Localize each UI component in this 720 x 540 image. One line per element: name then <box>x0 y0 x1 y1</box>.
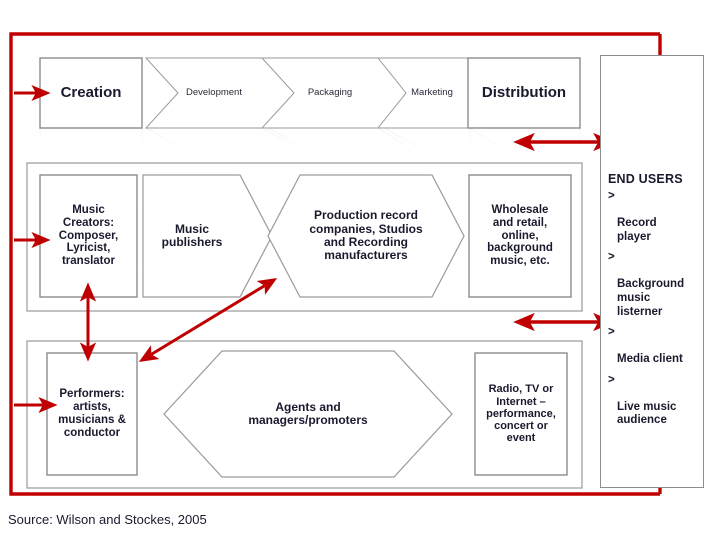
end-users-item-background-listener[interactable]: > Background music listerner <box>608 251 704 319</box>
bullet-chevron-icon: > <box>608 326 615 339</box>
end-users-content: END USERS > Record player > Background m… <box>608 172 704 435</box>
node-music-creators[interactable] <box>39 174 138 298</box>
live-row-panel <box>26 340 583 489</box>
recording-row-panel <box>26 162 583 312</box>
node-performers[interactable] <box>46 352 138 476</box>
node-broadcast[interactable] <box>474 352 568 476</box>
end-users-item-record-player[interactable]: > Record player <box>608 190 704 244</box>
end-users-panel[interactable] <box>600 55 704 488</box>
bullet-chevron-icon: > <box>608 190 615 202</box>
node-agents[interactable] <box>163 350 453 478</box>
source-caption: Source: Wilson and Stockes, 2005 <box>8 512 207 527</box>
end-users-item-label: Background music listerner <box>617 278 685 318</box>
end-users-item-label: Media client <box>617 353 683 366</box>
node-wholesale[interactable] <box>468 174 572 298</box>
connector-arrows <box>14 84 615 414</box>
node-music-publishers[interactable] <box>142 174 273 298</box>
end-users-title: END USERS <box>608 172 683 186</box>
end-users-item-live-music-audience[interactable]: > Live music audience <box>608 374 704 428</box>
reflection-ghosts <box>39 127 581 165</box>
end-users-item-media-client[interactable]: > Media client <box>608 326 704 367</box>
node-distribution[interactable] <box>467 57 581 129</box>
bullet-chevron-icon: > <box>608 251 615 264</box>
end-users-item-label: Live music audience <box>617 400 677 427</box>
node-creation[interactable] <box>39 57 143 129</box>
value-chain-row <box>39 57 581 129</box>
bullet-chevron-icon: > <box>608 373 615 386</box>
connector-performers-production-link <box>138 278 278 362</box>
end-users-item-label: Record player <box>617 217 657 243</box>
node-production[interactable] <box>267 174 465 298</box>
